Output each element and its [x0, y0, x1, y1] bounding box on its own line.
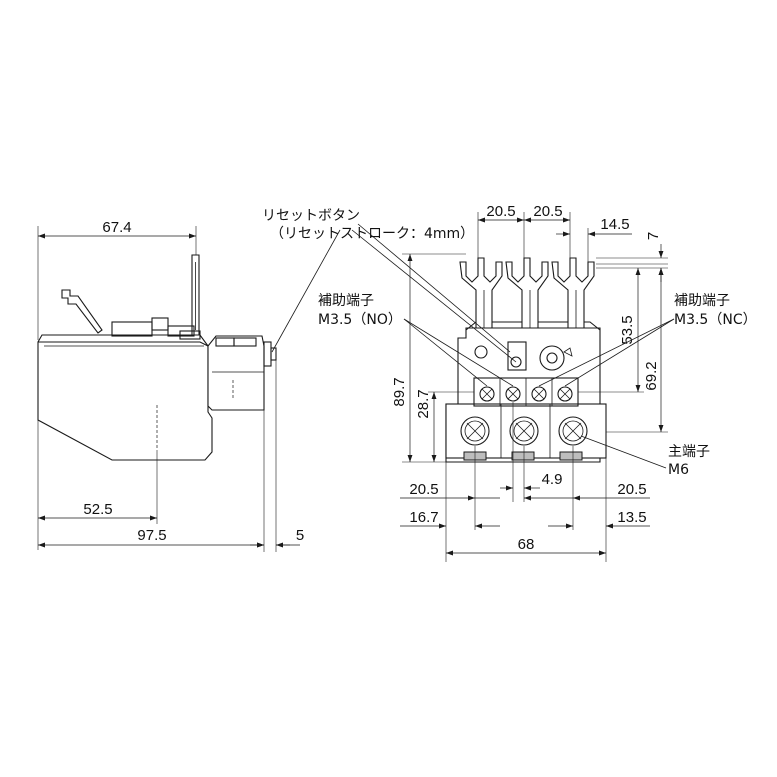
dim-front-tab-to-main: 69.2: [643, 361, 660, 390]
aux-screws: [479, 386, 573, 402]
side-mount-bracket: [61, 289, 103, 334]
label-aux-no-spec: M3.5（NO）: [318, 312, 402, 328]
side-terminal-tab: [191, 254, 200, 336]
label-aux-no-title: 補助端子: [318, 293, 374, 309]
label-reset-button: リセットボタン: [262, 208, 360, 224]
dim-front-bottom-pitch-right: 20.5: [617, 481, 646, 498]
dim-front-center-offset: 4.9: [542, 471, 563, 488]
side-reset-button: [263, 341, 272, 367]
dim-front-pitch-left: 20.5: [486, 203, 515, 220]
side-top-block-2: [151, 317, 169, 331]
side-top-band: [37, 334, 209, 347]
fork-tab-3: [551, 257, 595, 329]
front-dial-marker: [563, 347, 573, 357]
label-reset-stroke: （リセットストローク：4mm）: [270, 226, 474, 242]
dim-front-height-total: 89.7: [391, 377, 408, 406]
label-aux-nc-title: 補助端子: [674, 293, 730, 309]
dim-side-top-width: 67.4: [102, 219, 131, 236]
front-indicator-hole: [474, 345, 488, 359]
leader-reset-side: [271, 229, 341, 353]
dim-front-tab-offset: 7: [645, 232, 662, 240]
dim-side-mount-offset: 52.5: [83, 501, 112, 518]
dim-front-aux-height: 28.7: [415, 389, 432, 418]
side-right-housing: [207, 335, 265, 411]
fork-tab-2: [505, 257, 549, 329]
dim-front-right-margin: 13.5: [617, 509, 646, 526]
annotations: リセットボタン （リセットストローク：4mm） 補助端子 M3.5（NO） 補助…: [262, 208, 757, 478]
main-screws: [460, 416, 588, 446]
side-reset-tip: [270, 347, 277, 361]
dim-front-pitch-right: 20.5: [533, 203, 562, 220]
side-view: 67.4 52.5 97.5 5: [37, 219, 304, 552]
dim-front-bottom-pitch-left: 20.5: [409, 481, 438, 498]
front-main-block: [445, 403, 607, 459]
dim-side-total-depth: 97.5: [137, 527, 166, 544]
dim-front-total-width: 68: [518, 536, 535, 553]
label-aux-nc-spec: M3.5（NC）: [674, 312, 757, 328]
front-view: 20.5 20.5 14.5 7 89.7 28.7 53.5 69.2: [391, 203, 668, 562]
dim-front-tab-width: 14.5: [600, 216, 629, 233]
front-fork-tabs: [459, 257, 595, 329]
label-main-terminal-spec: M6: [668, 462, 689, 478]
dim-side-reset-extra: 5: [296, 527, 304, 544]
dim-front-left-margin: 16.7: [409, 509, 438, 526]
front-foot-2: [511, 451, 535, 461]
front-reset-knob: [510, 356, 522, 368]
leader-aux-nc-1: [538, 318, 675, 387]
fork-tab-1: [459, 257, 503, 329]
leader-reset-front-2: [357, 223, 511, 353]
leader-main-terminal: [580, 435, 667, 469]
side-top-block-4: [179, 330, 201, 340]
front-dial-center: [546, 352, 558, 364]
label-main-terminal-title: 主端子: [668, 444, 710, 460]
dim-front-tab-to-aux: 53.5: [619, 315, 636, 344]
leader-aux-nc-2: [564, 318, 675, 387]
leader-aux-no-1: [403, 318, 488, 387]
side-top-block-1: [111, 321, 153, 337]
leader-reset-front: [351, 229, 517, 363]
front-dial: [539, 345, 565, 371]
side-body-outline: [37, 341, 213, 461]
leader-aux-no-2: [403, 318, 514, 387]
front-foot-3: [559, 451, 583, 461]
side-right-cap-2: [233, 337, 257, 347]
